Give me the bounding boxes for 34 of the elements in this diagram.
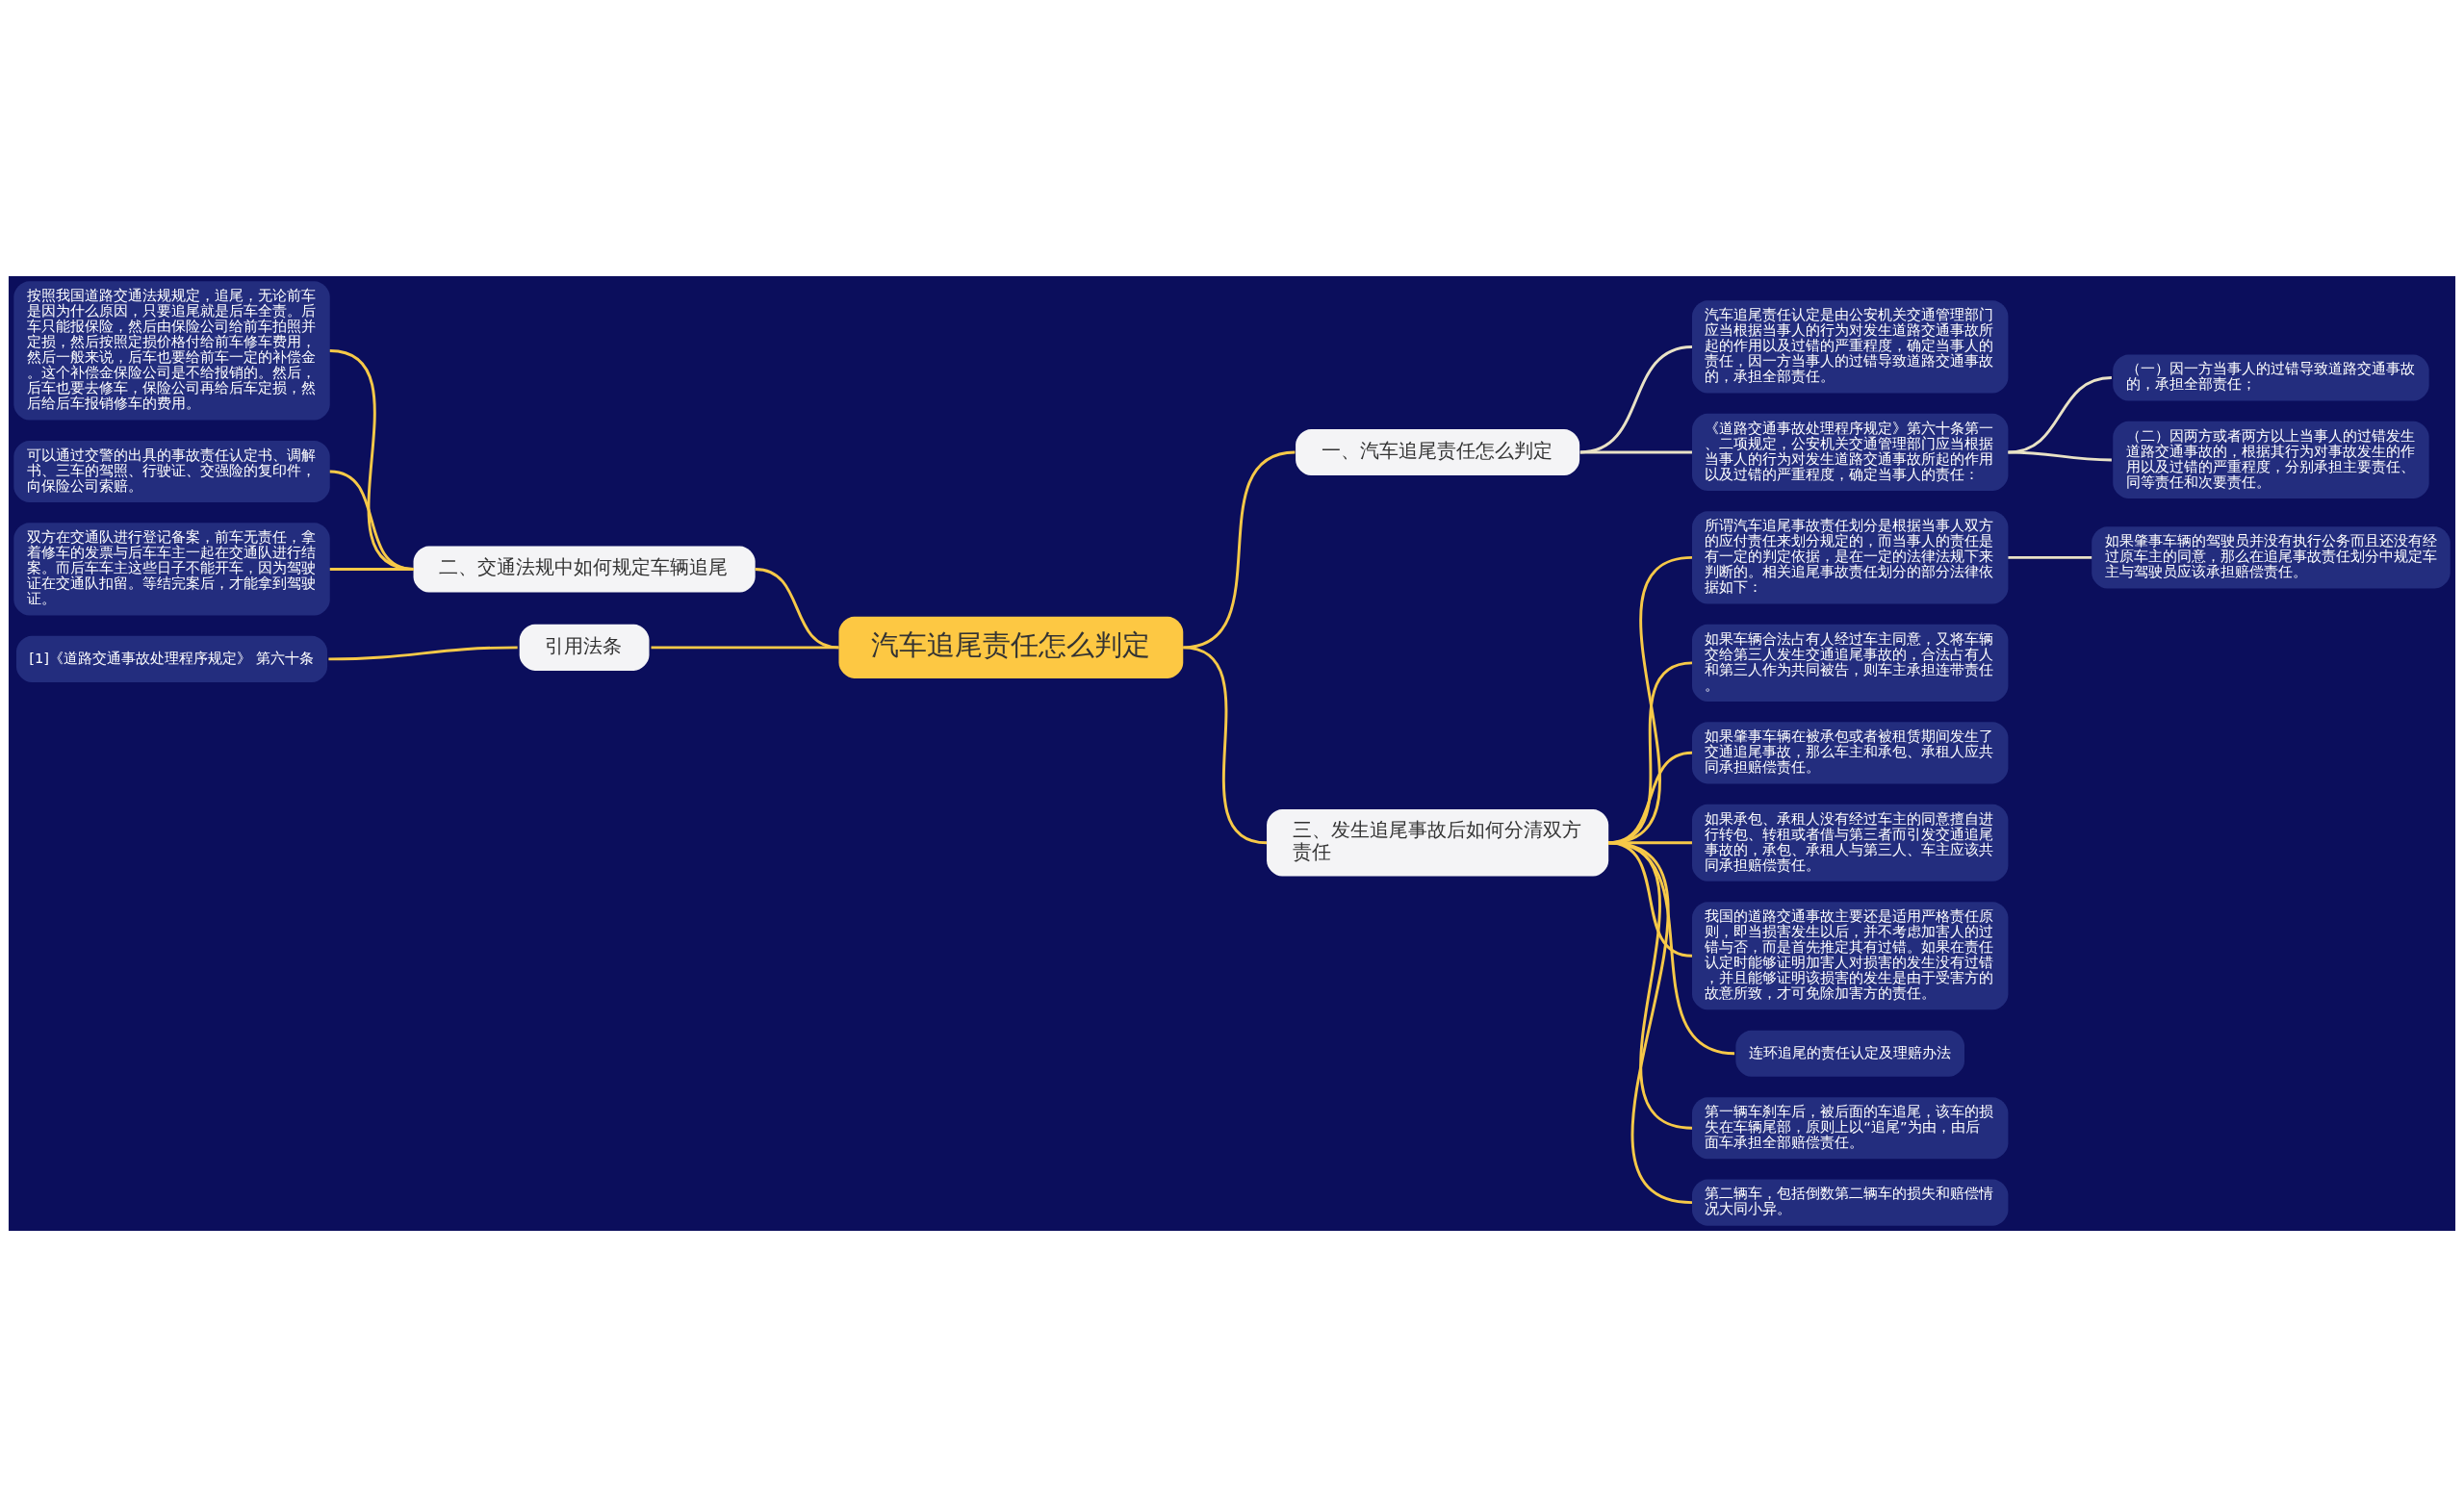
node-box: 如果车辆合法占有人经过车主同意，又将车辆交给第三人发生交通追尾事故的，合法占有人和第三人作为共同被告，则车主承担连带责任。	[1692, 624, 2009, 702]
node-box: 汽车追尾责任怎么判定	[838, 616, 1184, 678]
node-box: 可以通过交警的出具的事故责任认定书、调解书、三车的驾照、行驶证、交强险的复印件，向保险公司索赔。	[13, 440, 330, 502]
node-box: （一）因一方当事人的过错导致道路交通事故的，承担全部责任；	[2113, 354, 2429, 401]
node-box: 一、汽车追尾责任怎么判定	[1296, 428, 1580, 475]
node-box: 我国的道路交通事故主要还是适用严格责任原则，即当损害发生以后，并不考虑加害人的过错与否，而是首先推定其有过错。如果在责任认定时能够证明加害人对损害的发生没有过错，并且能够证明该损害的发生是由于受害方的故意所致，才可免除加害方的责任。	[1692, 902, 2009, 1010]
connector	[1579, 345, 1693, 454]
node-box: 二、交通法规中如何规定车辆追尾	[413, 546, 756, 593]
connector	[1183, 450, 1296, 650]
node-box: 如果肇事车辆在被承包或者被租赁期间发生了交通追尾事故，那么车主和承包、承租人应共同承担赔偿责任。	[1692, 722, 2009, 784]
connector	[2008, 450, 2112, 462]
connector	[1579, 450, 1692, 454]
connector	[1607, 841, 1693, 1205]
connector	[329, 567, 414, 571]
node-box: 按照我国道路交通法规规定，追尾，无论前车是因为什么原因，只要追尾就是后车全责。后车只能报保险，然后由保险公司给前车拍照并定损，然后按照定损价格付给前车修车费用，然后一般来说，后车也要给前车一定的补偿金。这个补偿金保险公司是不给报销的。然后，后车也要去修车，保险公司再给后车定损，然后给后车报销修车的费用。	[13, 281, 330, 421]
connector	[329, 470, 414, 571]
node-box: 引用法条	[519, 624, 650, 671]
node-box: 连环追尾的责任认定及理赔办法	[1735, 1030, 1964, 1077]
node-box: 如果承包、承租人没有经过车主的同意擅自进行转包、转租或者借与第三者而引发交通追尾事故的，承包、承租人与第三人、车主应该共同承担赔偿责任。	[1692, 804, 2009, 881]
node-box: 所谓汽车追尾事故责任划分是根据当事人双方的应付责任来划分规定的，而当事人的责任是有一定的判定依据，是在一定的法律法规下来判断的。相关追尾事故责任划分的部分法律依据如下：	[1692, 511, 2009, 604]
node-box: 第二辆车，包括倒数第二辆车的损失和赔偿情况大同小异。	[1692, 1179, 2009, 1226]
connector	[2008, 555, 2092, 559]
node-box: [1]《道路交通事故处理程序规定》 第六十条	[15, 635, 328, 682]
node-box: 第一辆车刹车后，被后面的车追尾，该车的损失在车辆尾部，原则上以“追尾”为由，由后面车承担全部赔偿责任。	[1692, 1097, 2009, 1160]
node-box: 三、发生追尾事故后如何分清双方责任	[1267, 809, 1609, 877]
connector	[651, 646, 839, 650]
node-box: （二）因两方或者两方以上当事人的过错发生道路交通事故的，根据其行为对事故发生的作用以及过错的严重程度，分别承担主要责任、同等责任和次要责任。	[2113, 421, 2429, 498]
node-box: 双方在交通队进行登记备案，前车无责任，拿着修车的发票与后车车主一起在交通队进行结案。而后车车主这些日子不能开车，因为驾驶证在交通队扣留。等结完案后，才能拿到驾驶证。	[13, 523, 330, 616]
node-box: 汽车追尾责任认定是由公安机关交通管理部门应当根据当事人的行为对发生道路交通事故所起的作用以及过错的严重程度，确定当事人的责任，因一方当事人的过错导致道路交通事故的，承担全部责任。	[1692, 300, 2009, 394]
connector	[329, 349, 414, 571]
node-box: 如果肇事车辆的驾驶员并没有执行公务而且还没有经过原车主的同意，那么在追尾事故责任划分中规定车主与驾驶员应该承担赔偿责任。	[2092, 526, 2451, 589]
node-box: 《道路交通事故处理程序规定》第六十条第一、二项规定，公安机关交通管理部门应当根据当事人的行为对发生道路交通事故所起的作用以及过错的严重程度，确定当事人的责任：	[1692, 413, 2009, 491]
connector	[328, 646, 518, 661]
connector	[1183, 646, 1268, 845]
